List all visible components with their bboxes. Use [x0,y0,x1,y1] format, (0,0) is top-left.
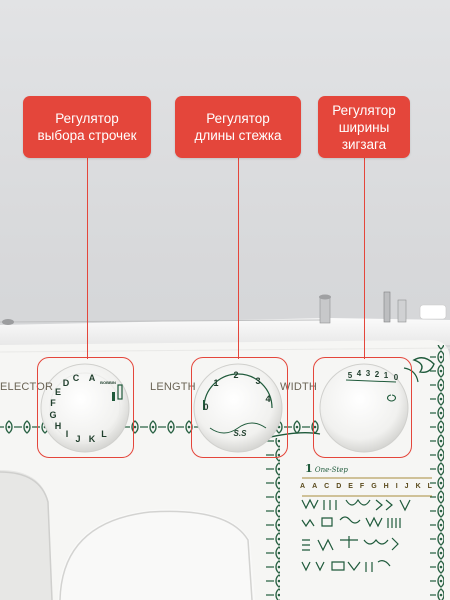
length-mark: 0 [203,402,208,412]
selector-letter: G [49,410,56,420]
selector-panel-label: ELECTOR [0,381,54,393]
pattern-letter: K [415,483,421,490]
length-mark: 1 [213,378,218,388]
width-mark: 3 [366,369,371,378]
callout-stitch-length: Регулятор длины стежка [175,96,301,158]
selector-letter: F [50,398,56,408]
pattern-letter: G [371,483,377,490]
length-dial-shape [193,363,283,453]
length-sstitch: S.S [234,429,248,438]
width-dial-shape [319,363,409,453]
width-mark: 1 [384,371,389,380]
one-step-label: 1 One-Step [305,462,348,475]
selector-letter: J [75,434,80,444]
pattern-letter: F [359,483,365,490]
length-mark: 4 [265,394,270,404]
pattern-letter: D [336,483,342,490]
width-mark: 5 [348,371,353,380]
length-dial[interactable] [191,357,288,458]
stitch-chart [301,498,411,572]
length-panel-label: LENGTH [150,381,196,393]
pattern-letter-row: A A C D E F G H I J K L [300,483,432,490]
bobbin-mark: BOBBIN [100,380,116,385]
pattern-letter: A [312,483,318,490]
pattern-letter: H [383,483,389,490]
selector-letter: E [55,387,61,397]
width-leader-line [364,158,365,359]
selector-leader-line [87,158,88,359]
length-leader-line [238,158,239,359]
callout-zigzag-width: Регулятор ширины зигзага [318,96,410,158]
selector-letter: H [55,421,62,431]
width-mark: 4 [357,369,362,378]
selector-letter: A [89,373,96,383]
selector-letter: C [73,373,80,383]
pattern-letter: I [395,483,398,490]
selector-dial-shape [40,363,130,453]
buttonhole-digit: 1 [305,462,313,475]
pattern-letter: C [324,483,330,490]
width-panel-label: WIDTH [280,381,318,393]
width-mark: 0 [394,373,399,382]
pattern-letter: A [300,483,306,490]
length-mark: 2 [233,370,238,380]
length-mark: 3 [255,376,260,386]
width-dial[interactable] [313,357,412,458]
pattern-letter: E [348,483,353,490]
selector-dial[interactable] [37,357,134,458]
pattern-letter: L [427,483,432,490]
callout-pattern-selector: Регулятор выбора строчек [23,96,151,158]
selector-letter: I [66,429,69,439]
width-mark: 2 [375,370,380,379]
selector-letter: D [63,378,70,388]
selector-letter: K [89,434,96,444]
selector-letter: L [101,429,107,439]
one-step-text: One-Step [314,466,348,474]
pattern-letter: J [404,483,409,490]
